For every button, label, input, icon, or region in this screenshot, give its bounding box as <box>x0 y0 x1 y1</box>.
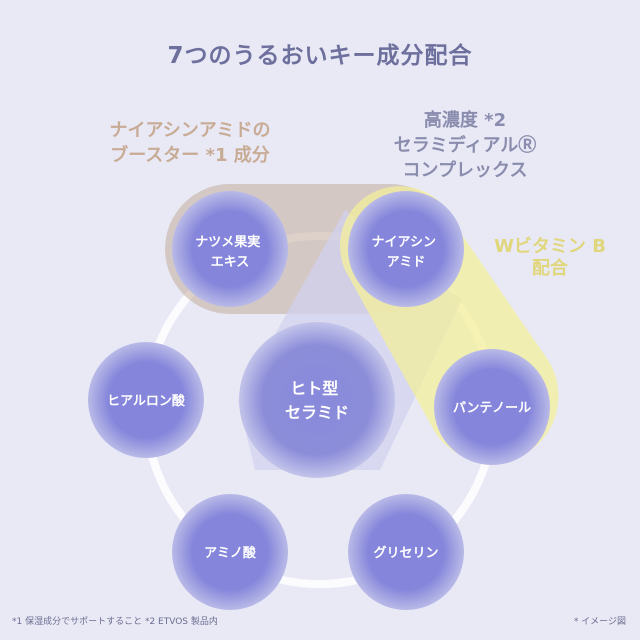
booster-label: ナイアシンアミドの ブースター *1 成分 <box>109 120 271 166</box>
ingredient-label: アミノ酸 <box>204 545 257 561</box>
vitamin-label: Wビタミン B 配合 <box>494 236 606 279</box>
ingredient-label: パンテノール <box>453 401 531 416</box>
ingredient-node-amino-acid: アミノ酸 <box>172 494 288 610</box>
center-node-ceramide: ヒト型 セラミド <box>239 322 395 478</box>
ingredient-node-natsume: ナツメ果実 エキス <box>172 191 288 307</box>
ingredient-label: ナイアシン アミド <box>371 235 440 270</box>
ingredient-label: ナツメ果実 エキス <box>195 234 265 270</box>
ceramide-complex-label: 高濃度 *2 セラミディアルⓇ コンプレックス <box>393 110 537 181</box>
ingredient-node-glycerin: グリセリン <box>348 494 464 610</box>
footnote: *1 保湿成分でサポートすること *2 ETVOS 製品内 <box>12 617 218 627</box>
ingredient-node-panthenol: パンテノール <box>434 349 550 465</box>
ingredient-label: ヒアルロン酸 <box>107 393 186 409</box>
center-label: ヒト型 セラミド <box>285 379 349 422</box>
ingredient-node-hyaluronic-acid: ヒアルロン酸 <box>88 342 204 458</box>
ingredient-label: グリセリン <box>373 545 438 561</box>
page-title: 7つのうるおいキー成分配合 <box>167 43 473 69</box>
ingredient-node-niacinamide: ナイアシン アミド <box>348 191 464 307</box>
image-note: * イメージ図 <box>573 617 626 627</box>
